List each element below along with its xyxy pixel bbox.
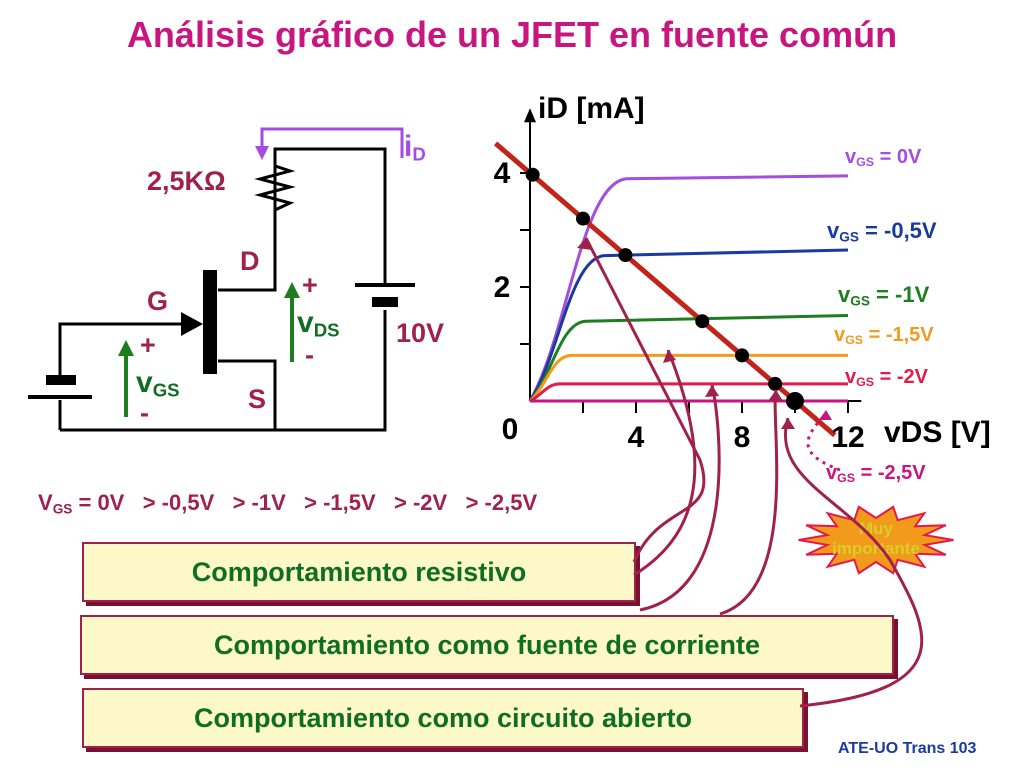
connector-head-3 xyxy=(705,385,719,397)
vds-arrow-head xyxy=(284,282,300,298)
x-axis-label: vDS [V] xyxy=(884,416,991,449)
connector-head-1 xyxy=(577,238,592,250)
vgs-arrow-head xyxy=(118,340,134,356)
vgs-order-item-3: > -1,5V xyxy=(285,490,376,515)
legend-item-0: vGS = 0V xyxy=(845,146,922,170)
x-tick-label-4: 4 xyxy=(628,421,645,454)
curve-4 xyxy=(529,382,848,403)
vgs-order-item-0: = 0V xyxy=(72,490,125,515)
vgs-plus: + xyxy=(140,330,156,360)
y-tick-label-2: 2 xyxy=(494,271,511,304)
origin-label: 0 xyxy=(502,413,519,446)
wire-source xyxy=(218,210,277,292)
vgs-order-item-5: > -2,5V xyxy=(447,490,538,515)
connector-fuente-b xyxy=(719,389,779,616)
curve-1 xyxy=(528,248,849,402)
vgs-order-item-2: > -1V xyxy=(214,490,286,515)
operating-point-4 xyxy=(735,348,749,363)
legend-item-4: vGS = -2V xyxy=(845,366,928,390)
vgs-order-item-4: > -2V xyxy=(375,490,448,515)
y-axis-arrowhead xyxy=(524,108,536,123)
legend-item-1: vGS = -0,5V xyxy=(827,218,937,245)
resistor-label: 2,5KΩ xyxy=(147,166,226,196)
footer-label: ATE-UO Trans 103 xyxy=(838,740,977,757)
id-arrow-head xyxy=(255,146,269,160)
supply-label: 10V xyxy=(396,318,445,348)
x-tick-label-8: 8 xyxy=(734,421,751,454)
y-axis-label: iD [mA] xyxy=(538,92,645,125)
vgs-label: vGS xyxy=(136,366,180,401)
curve-3 xyxy=(528,353,848,403)
jfet-channel xyxy=(203,270,217,374)
vds-plus: + xyxy=(302,270,318,300)
box-fuente: Comportamiento como fuente de corriente xyxy=(80,615,894,675)
connector-head-2 xyxy=(663,350,676,363)
gate-arrow xyxy=(181,312,203,336)
operating-point-1 xyxy=(576,211,590,226)
wire-bottom xyxy=(60,310,387,432)
operating-point-6 xyxy=(786,392,804,410)
connector-head-4 xyxy=(768,390,783,401)
source-label: S xyxy=(248,384,267,414)
drain-current-label: iD xyxy=(404,130,426,165)
vgs-order-item-1: > -0,5V xyxy=(124,490,215,515)
operating-point-5 xyxy=(768,376,783,391)
vds-minus: - xyxy=(305,340,314,370)
legend-item-3: vGS = -1,5V xyxy=(834,324,934,348)
drain-label: D xyxy=(240,246,260,276)
gate-label: G xyxy=(147,286,169,316)
resistor xyxy=(254,163,296,212)
slide-title: Análisis gráfico de un JFET en fuente co… xyxy=(126,14,898,55)
vgs-order: VGS = 0V > -0,5V > -1V > -1,5V > -2V > -… xyxy=(38,490,538,517)
operating-point-0 xyxy=(525,167,540,182)
operating-point-2 xyxy=(618,248,633,263)
connector-resistivo-b xyxy=(633,349,697,577)
box-resistivo: Comportamiento resistivo xyxy=(82,542,636,602)
id-arrow-line xyxy=(260,127,404,158)
legend-item-5: vGS = -2,5V xyxy=(826,462,926,486)
connector-head-5 xyxy=(781,418,795,429)
vgs-minus: - xyxy=(140,398,149,428)
legend-item-2: vGS = -1V xyxy=(838,282,930,309)
connector-fuente-a xyxy=(639,384,721,612)
callout-line2: importante xyxy=(832,539,920,558)
vds-label: vDS xyxy=(297,306,340,341)
wire-gate xyxy=(58,322,182,376)
connector-dotted xyxy=(806,412,841,472)
wire-drain xyxy=(218,359,277,430)
y-tick-label-4: 4 xyxy=(494,157,511,190)
x-tick-label-12: 12 xyxy=(831,421,864,454)
operating-point-3 xyxy=(695,314,710,329)
connector-dotted-head xyxy=(819,410,832,420)
box-abierto: Comportamiento como circuito abierto xyxy=(82,688,804,748)
connector-abierto xyxy=(784,417,924,708)
